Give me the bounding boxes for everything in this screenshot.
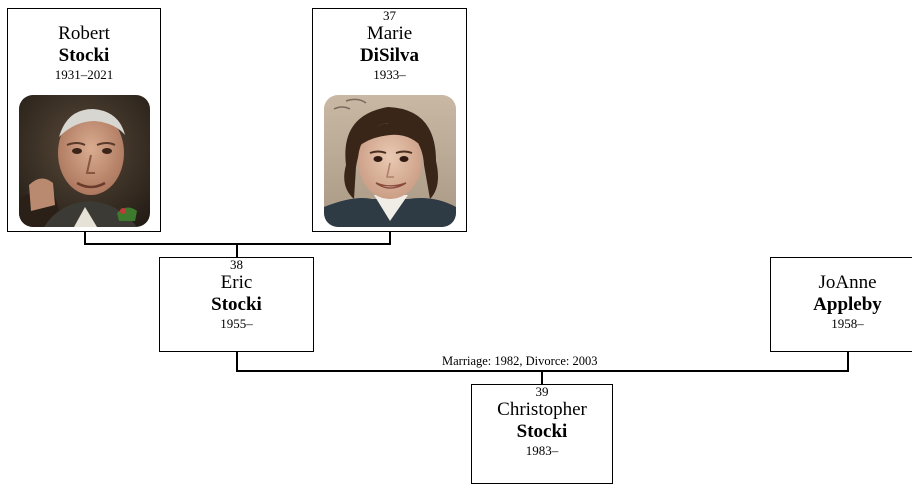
person-box-joanne[interactable]: JoAnne Appleby 1958– xyxy=(770,257,912,352)
portrait-photo xyxy=(19,95,150,227)
person-box-marie[interactable]: 37 Marie DiSilva 1933– xyxy=(312,8,467,232)
surname: Stocki xyxy=(516,421,568,442)
portrait-photo xyxy=(324,95,456,227)
surname: Stocki xyxy=(58,45,110,66)
given-name: Marie xyxy=(366,23,413,44)
given-name: Robert xyxy=(58,23,110,44)
life-dates: 1933– xyxy=(373,67,406,82)
person-number: 38 xyxy=(230,257,243,272)
connector-to-christopher xyxy=(541,370,543,385)
connector-marie-down xyxy=(389,231,391,244)
given-name: Christopher xyxy=(497,399,587,420)
surname: DiSilva xyxy=(359,45,420,66)
robert-portrait-image xyxy=(19,95,150,227)
connector-to-eric xyxy=(236,243,238,258)
person-box-robert[interactable]: Robert Stocki 1931–2021 xyxy=(7,8,161,232)
connector-eric-down xyxy=(236,351,238,371)
connector-parents-bar xyxy=(84,243,391,245)
life-dates: 1931–2021 xyxy=(54,67,114,82)
marriage-caption: Marriage: 1982, Divorce: 2003 xyxy=(440,354,600,368)
life-dates: 1983– xyxy=(525,443,559,458)
life-dates: 1955– xyxy=(220,316,253,331)
person-number xyxy=(771,258,912,272)
connector-marriage-bar xyxy=(236,370,849,372)
person-box-eric[interactable]: 38 Eric Stocki 1955– xyxy=(159,257,314,352)
person-number xyxy=(8,9,160,23)
connector-robert-down xyxy=(84,231,86,244)
person-number: 37 xyxy=(383,8,396,23)
life-dates: 1958– xyxy=(831,316,864,331)
person-number: 39 xyxy=(535,384,549,399)
person-box-christopher[interactable]: 39 Christopher Stocki 1983– xyxy=(471,384,613,484)
surname: Appleby xyxy=(813,294,882,315)
connector-joanne-down xyxy=(847,351,849,371)
marie-portrait-image xyxy=(324,95,456,227)
given-name: JoAnne xyxy=(818,272,877,293)
surname: Stocki xyxy=(211,294,262,315)
given-name: Eric xyxy=(220,272,253,293)
